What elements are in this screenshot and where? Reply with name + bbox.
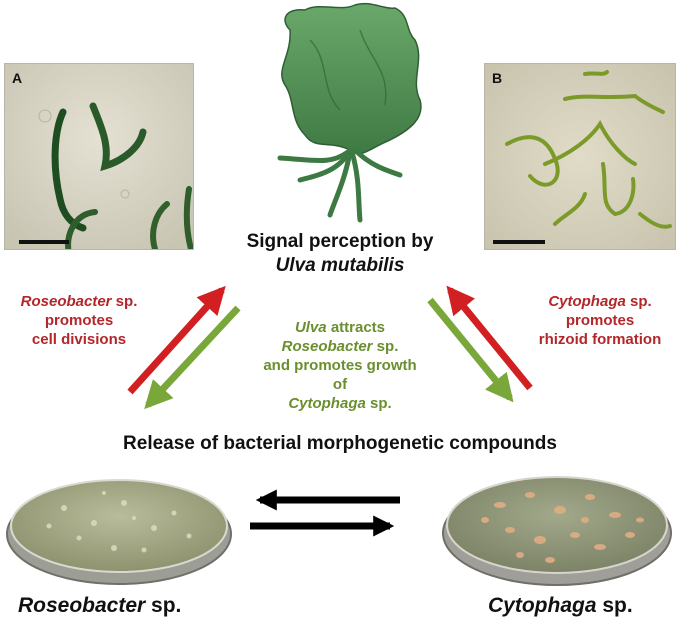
release-compounds-title: Release of bacterial morphogenetic compo…	[123, 433, 557, 454]
signal-perception-title: Signal perception by Ulva mutabilis	[200, 230, 480, 278]
thallus-image-b	[485, 64, 675, 249]
cytophaga-sp: sp.	[596, 594, 633, 617]
middle-note-line-3: and promotes growth of	[263, 357, 417, 393]
middle-note-genus-4: Cytophaga	[288, 395, 366, 412]
title-line-2: Ulva mutabilis	[275, 255, 405, 276]
left-note-genus: Roseobacter	[20, 293, 112, 310]
middle-note-rest-2: sp.	[372, 338, 399, 355]
ulva-thallus-illustration	[277, 2, 422, 223]
left-note-line-1: Roseobacter sp.	[4, 292, 154, 311]
micrograph-panel-a: A	[4, 63, 194, 250]
left-green-arrow	[144, 305, 241, 410]
right-note-line-3: rhizoid formation	[538, 331, 662, 348]
middle-note-rest-4: sp.	[365, 395, 392, 412]
middle-note-line-1: Ulva attracts	[255, 318, 425, 337]
cytophaga-effect-note: Cytophaga sp. promotes rhizoid formation	[520, 292, 680, 349]
ulva-effect-note: Ulva attracts Roseobacter sp. and promot…	[255, 318, 425, 413]
title-line-1: Signal perception by	[246, 231, 434, 252]
left-note-sp: sp.	[111, 293, 138, 310]
roseobacter-effect-note: Roseobacter sp. promotes cell divisions	[4, 292, 154, 349]
right-note-line-1: Cytophaga sp.	[520, 292, 680, 311]
middle-note-line-2: Roseobacter sp.	[255, 337, 425, 356]
right-green-arrow	[427, 297, 514, 403]
cytophaga-petri-dish	[442, 476, 672, 586]
roseobacter-genus: Roseobacter	[18, 594, 146, 617]
middle-note-line-4: Cytophaga sp.	[255, 394, 425, 413]
right-note-genus: Cytophaga	[548, 293, 626, 310]
middle-note-genus-2: Roseobacter	[281, 338, 373, 355]
exchange-arrows	[250, 489, 400, 537]
right-note-line-2: promotes	[565, 312, 635, 329]
left-note-line-2: promotes	[44, 312, 114, 329]
right-note-sp: sp.	[625, 293, 652, 310]
micrograph-panel-b: B	[484, 63, 676, 250]
middle-note-genus-1: Ulva	[294, 319, 327, 336]
roseobacter-petri-dish	[6, 479, 232, 585]
panel-label-a: A	[12, 70, 23, 86]
roseobacter-sp: sp.	[145, 594, 182, 617]
middle-note-rest-1: attracts	[326, 319, 386, 336]
left-note-line-3: cell divisions	[31, 331, 127, 348]
cytophaga-genus: Cytophaga	[488, 594, 597, 617]
left-red-arrow	[127, 285, 226, 395]
panel-label-b: B	[492, 70, 503, 86]
filament-image-a	[5, 64, 193, 249]
right-red-arrow	[446, 285, 533, 391]
cytophaga-label: Cytophaga sp.	[488, 594, 633, 618]
roseobacter-label: Roseobacter sp.	[18, 594, 181, 618]
